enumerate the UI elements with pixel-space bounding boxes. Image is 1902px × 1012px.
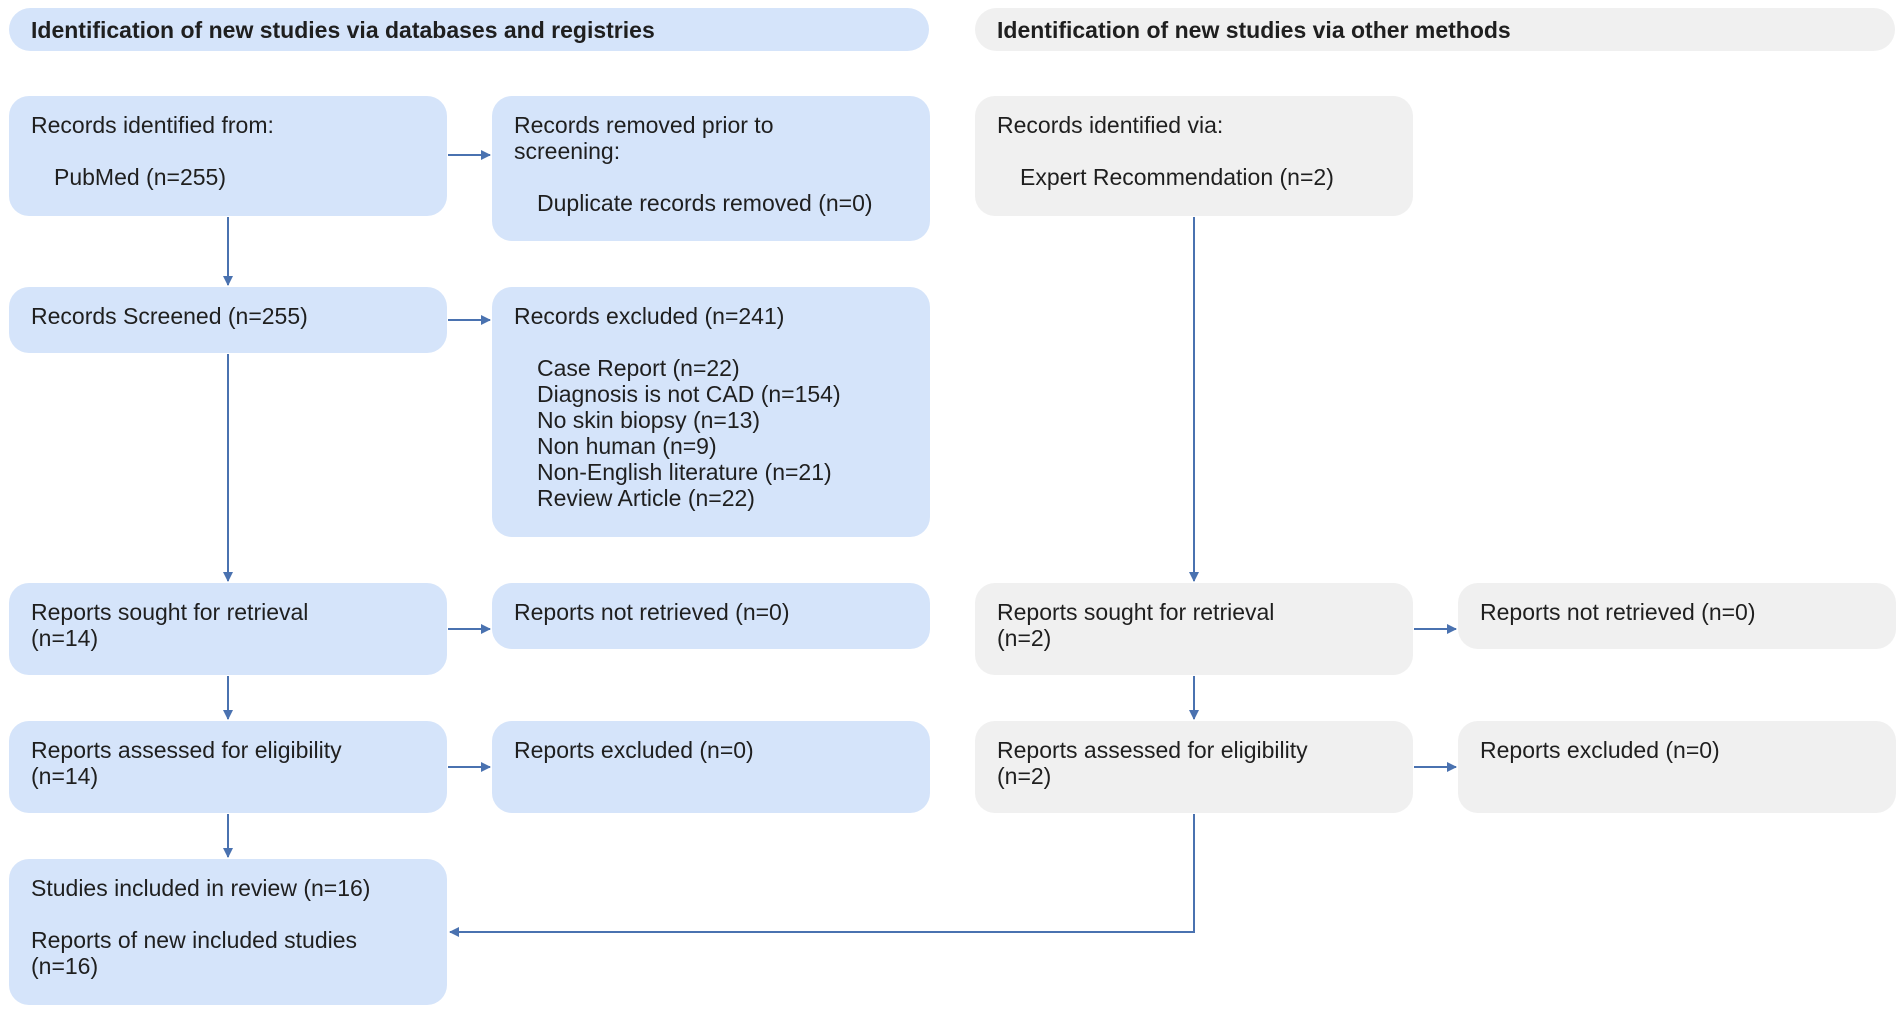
records-removed-box: Records removed prior to screening: Dupl… <box>492 96 930 241</box>
reports-sought-line-1: Reports sought for retrieval <box>31 599 309 625</box>
other-records-identified-title: Records identified via: <box>997 112 1224 138</box>
records-excluded-box: Records excluded (n=241) Case Report (n=… <box>492 287 930 537</box>
records-removed-title-line-1: Records removed prior to <box>514 112 774 138</box>
reports-excluded-title: Reports excluded (n=0) <box>514 737 754 763</box>
other-reports-sought-line-1: Reports sought for retrieval <box>997 599 1275 625</box>
other-reports-assessed-box: Reports assessed for eligibility (n=2) <box>975 721 1413 813</box>
other-reports-sought-box: Reports sought for retrieval (n=2) <box>975 583 1413 675</box>
arrow-other-to-included <box>449 814 1195 937</box>
reports-sought-line-2: (n=14) <box>31 625 99 651</box>
records-identified-box: Records identified from: PubMed (n=255) <box>9 96 447 216</box>
exclusion-reason: Review Article (n=22) <box>537 485 755 511</box>
reports-assessed-line-2: (n=14) <box>31 763 99 789</box>
reports-sought-box: Reports sought for retrieval (n=14) <box>9 583 447 675</box>
reports-not-retrieved-title: Reports not retrieved (n=0) <box>514 599 790 625</box>
exclusion-reason: No skin biopsy (n=13) <box>537 407 761 433</box>
header-other-methods: Identification of new studies via other … <box>975 8 1895 51</box>
header-databases: Identification of new studies via databa… <box>9 8 929 51</box>
reports-assessed-box: Reports assessed for eligibility (n=14) <box>9 721 447 813</box>
other-reports-assessed-line-2: (n=2) <box>997 763 1052 789</box>
studies-included-title: Studies included in review (n=16) <box>31 875 371 901</box>
records-screened-box: Records Screened (n=255) <box>9 287 447 353</box>
records-removed-title-line-2: screening: <box>514 138 621 164</box>
other-reports-not-retrieved-box: Reports not retrieved (n=0) <box>1458 583 1896 649</box>
records-screened-title: Records Screened (n=255) <box>31 303 308 329</box>
records-excluded-title: Records excluded (n=241) <box>514 303 785 329</box>
other-reports-not-retrieved-title: Reports not retrieved (n=0) <box>1480 599 1756 625</box>
other-reports-assessed-line-1: Reports assessed for eligibility <box>997 737 1308 763</box>
other-records-identified-box: Records identified via: Expert Recommend… <box>975 96 1413 216</box>
reports-assessed-line-1: Reports assessed for eligibility <box>31 737 342 763</box>
records-identified-title: Records identified from: <box>31 112 274 138</box>
duplicate-records-removed: Duplicate records removed (n=0) <box>537 190 873 216</box>
exclusion-reason: Non human (n=9) <box>537 433 717 459</box>
exclusion-reason: Case Report (n=22) <box>537 355 740 381</box>
studies-included-box: Studies included in review (n=16) Report… <box>9 859 447 1005</box>
exclusion-reason: Non-English literature (n=21) <box>537 459 832 485</box>
other-reports-sought-line-2: (n=2) <box>997 625 1052 651</box>
exclusion-reason: Diagnosis is not CAD (n=154) <box>537 381 841 407</box>
other-reports-excluded-title: Reports excluded (n=0) <box>1480 737 1720 763</box>
new-included-reports-line-2: (n=16) <box>31 953 99 979</box>
reports-not-retrieved-box: Reports not retrieved (n=0) <box>492 583 930 649</box>
new-included-reports-line-1: Reports of new included studies <box>31 927 358 953</box>
other-reports-excluded-box: Reports excluded (n=0) <box>1458 721 1896 813</box>
records-identified-source: PubMed (n=255) <box>54 164 226 190</box>
reports-excluded-box: Reports excluded (n=0) <box>492 721 930 813</box>
other-records-identified-source: Expert Recommendation (n=2) <box>1020 164 1334 190</box>
